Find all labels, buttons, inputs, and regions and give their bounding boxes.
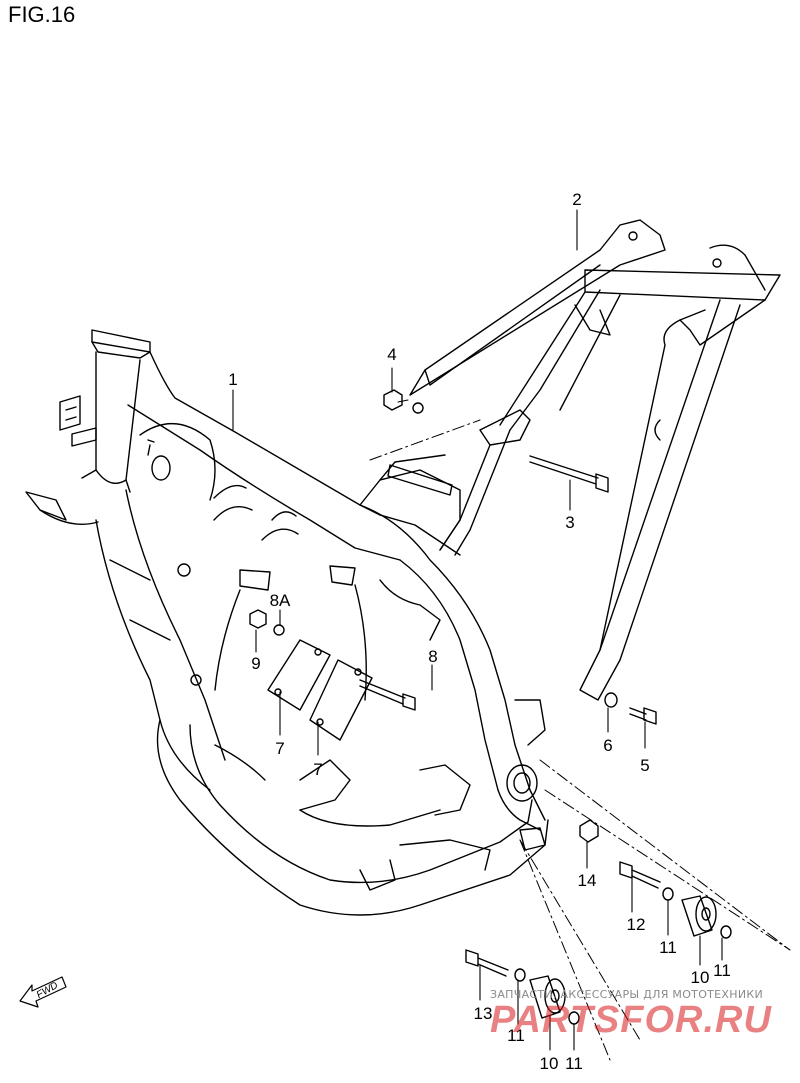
bolt-part-3 — [529, 455, 609, 493]
washer-part-11 — [662, 887, 732, 939]
callout-5: 5 — [640, 756, 650, 775]
callout-4: 4 — [387, 345, 397, 364]
bolt-part-12 — [619, 861, 661, 889]
callout-14: 14 — [577, 871, 597, 890]
callout-3: 3 — [565, 513, 575, 532]
callout-7b: 7 — [313, 760, 323, 779]
main-frame-part — [25, 329, 549, 916]
sleeve-part — [387, 464, 453, 496]
callout-13: 13 — [473, 1004, 493, 1023]
bolt-part-8 — [359, 679, 416, 711]
callout-9: 9 — [251, 654, 261, 673]
callout-6: 6 — [603, 736, 613, 755]
callout-7a: 7 — [275, 739, 285, 758]
reference-lines — [369, 399, 791, 1061]
watermark-logo: PARTSFOR.RU — [490, 999, 772, 1041]
washer-part-8a — [273, 624, 285, 636]
leader-lines — [232, 209, 723, 1051]
bolt-part-13 — [465, 949, 509, 977]
callout-12: 12 — [626, 915, 646, 934]
bushing-part-10 — [681, 895, 717, 937]
callout-1: 1 — [228, 370, 238, 389]
callout-10b: 10 — [539, 1054, 559, 1073]
bolt-part-5 — [629, 707, 657, 725]
nut-part-14 — [579, 819, 599, 843]
callout-11a: 11 — [713, 961, 731, 980]
callout-8: 8 — [428, 647, 438, 666]
watermark-tagline: ЗАПЧАСТИ, АКСЕССУАРЫ ДЛЯ МОТОТЕХНИКИ — [490, 988, 764, 1001]
callout-11b: 11 — [659, 938, 677, 957]
forward-arrow-icon — [19, 976, 67, 1008]
callout-11d: 11 — [565, 1054, 583, 1073]
rear-subframe-part — [409, 219, 781, 701]
washer-part-6 — [604, 692, 618, 708]
callout-2: 2 — [572, 190, 582, 209]
callout-11c: 11 — [507, 1026, 525, 1045]
callout-8a: 8A — [269, 591, 291, 610]
callout-10a: 10 — [690, 968, 710, 987]
engine-mount-plate-part-7 — [267, 639, 373, 741]
nut-part-9 — [249, 609, 267, 629]
figure-title: FIG.16 — [8, 2, 76, 27]
bushing-part-10-lower — [529, 975, 566, 1019]
nut-part-4 — [383, 389, 424, 414]
